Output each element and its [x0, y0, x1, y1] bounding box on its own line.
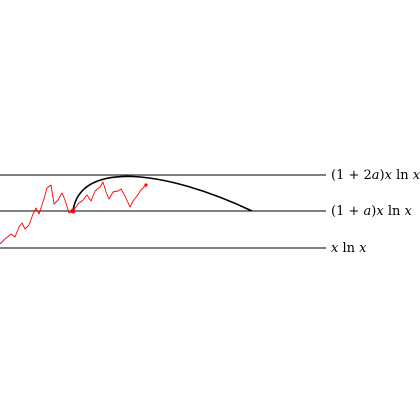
label-top: (1 + 2a)x ln x [331, 168, 420, 183]
label-bottom: x ln x [331, 241, 367, 256]
excursion-curve [72, 175, 253, 212]
end-point [144, 183, 148, 187]
label-middle: (1 + a)x ln x [331, 204, 412, 219]
start-point [70, 208, 76, 214]
